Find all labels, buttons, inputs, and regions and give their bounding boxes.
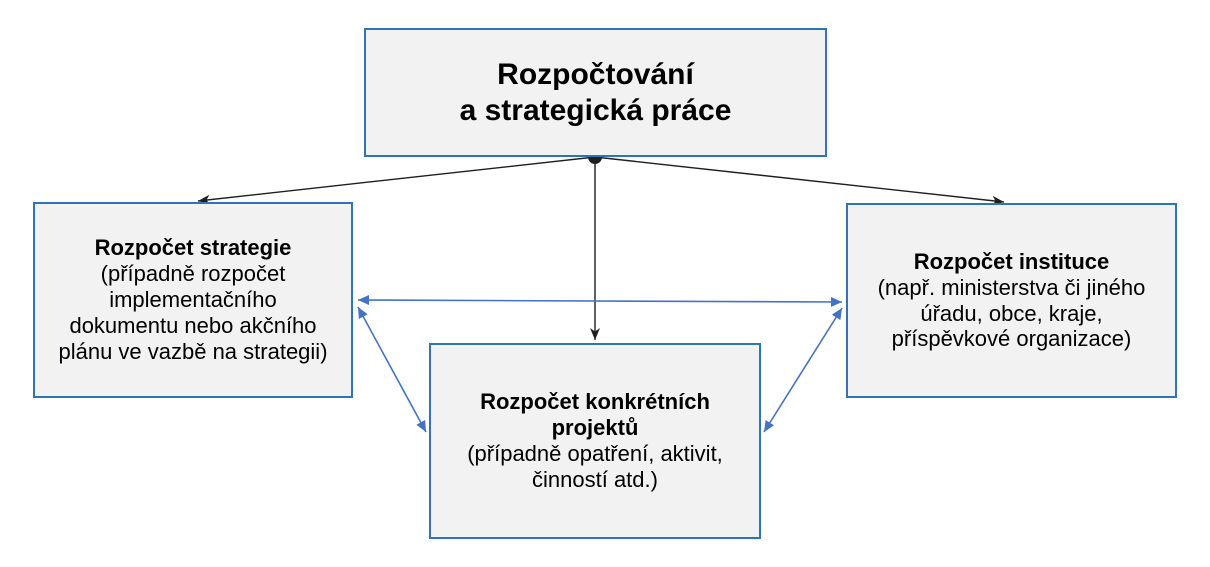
node-title: Rozpočet instituce (913, 248, 1110, 274)
arrow-institution-projects-double (763, 307, 843, 433)
node-budgeting-strategic-work: Rozpočtování a strategická práce (364, 28, 827, 157)
node-projects-budget: Rozpočet konkrétních projektů (případně … (429, 343, 761, 539)
node-subtitle: (případně opatření, aktivit, činností at… (467, 441, 723, 492)
node-title: Rozpočet konkrétních projektů (480, 389, 710, 441)
node-title: Rozpočet strategie (94, 235, 292, 261)
node-institution-budget: Rozpočet instituce (např. ministerstva č… (846, 203, 1177, 398)
arrow-strategy-projects-double (357, 306, 427, 433)
node-subtitle: (např. ministerstva či jiného úřadu, obc… (877, 274, 1146, 352)
node-title: Rozpočtování a strategická práce (459, 57, 732, 127)
arrow-strategy-institution-double (357, 295, 843, 307)
arrow-top-to-institution (594, 156, 1005, 206)
node-strategy-budget: Rozpočet strategie (případně rozpočet im… (33, 202, 353, 398)
arrow-top-to-strategy (197, 156, 596, 205)
node-subtitle: (případně rozpočet implementačního dokum… (58, 261, 328, 364)
